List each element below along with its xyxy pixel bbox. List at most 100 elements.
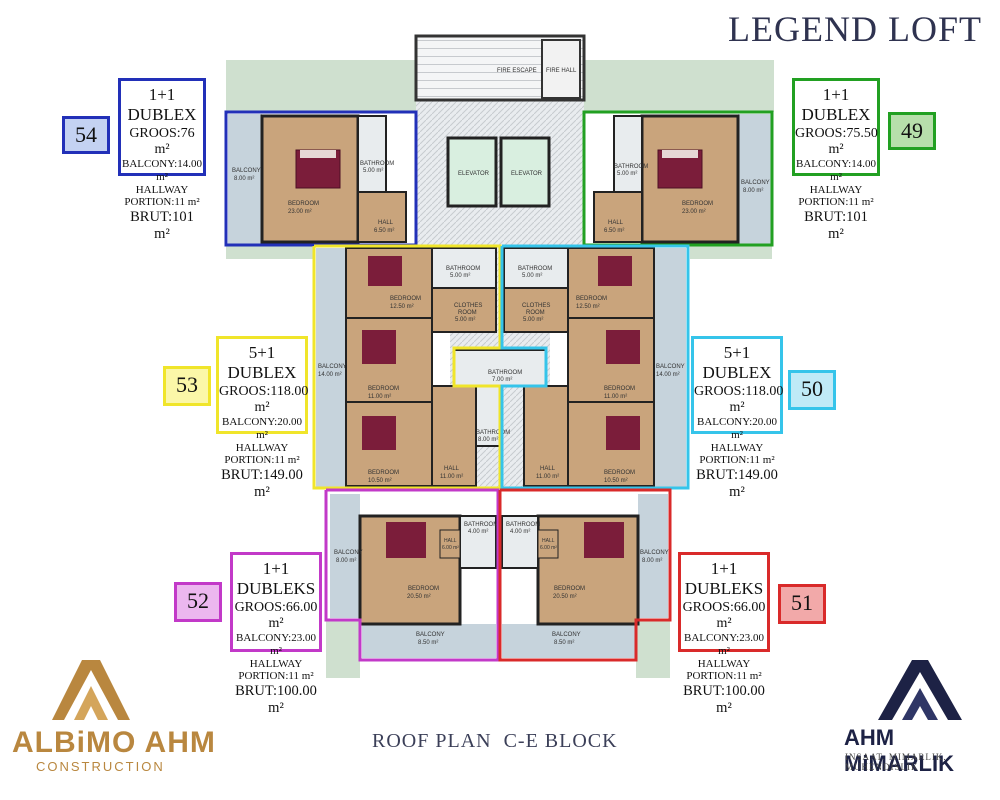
unit50-clothes-label: CLOTHES [522,303,550,309]
unit53-hall-label: HALL [444,466,460,472]
unit53-clothes-label-2: ROOM [458,310,477,316]
unit51-bathroom [501,515,539,569]
elevator-2 [499,136,551,208]
unit51-info-box: 1+1 DUBLEKS GROOS:66.00 m² BALCONY:23.00… [678,552,770,716]
unit53-brut: BRUT:149.00 m² [221,466,303,500]
unit54-info-box: 1+1 DUBLEX GROOS:76 m² BALCONY:14.00 m² … [118,78,206,242]
unit50-bedroom-2-area: 11.00 m² [604,394,627,400]
unit51-balcony-bottom-area: 8.50 m² [554,640,574,646]
unit50-balcony-area: 14.00 m² [656,372,680,378]
unit53-hall-area: 11.00 m² [440,474,463,480]
unit54-bathroom [357,115,387,193]
unit53-bedroom-2-area: 11.00 m² [368,394,391,400]
unit49-brut: BRUT:101 m² [804,208,868,242]
unit53-bed-3 [362,416,396,450]
lawn-bottom-right [636,620,670,678]
shared-bathroom-area: 7.00 m² [492,377,512,383]
unit53-heading: 5+1 DUBLEX [227,343,297,382]
unit50-balcony: BALCONY:20.00 m² [697,416,777,441]
unit54-bed-pillow [300,150,336,158]
unit51-heading: 1+1 DUBLEKS [684,559,764,598]
unit52-balcony-bottom-label: BALCONY [416,632,445,638]
unit54-groos: GROOS:76 m² [129,126,195,158]
unit52-hall-area: 6.00 m² [442,545,459,551]
unit49-groos: GROOS:75.50 m² [795,126,878,158]
unit52-outline [324,488,500,662]
unit51-bedroom-label: BEDROOM [554,586,585,592]
unit49-balcony: BALCONY:14.00 m² [796,158,876,183]
unit49-balcony [738,114,772,244]
unit54-heading: 1+1 DUBLEX [127,85,197,124]
unit52-info-box: 1+1 DUBLEKS GROOS:66.00 m² BALCONY:23.00… [230,552,322,716]
elevator-1-label: ELEVATOR [458,171,490,177]
unit54-brut: BRUT:101 m² [130,208,194,242]
unit49-bedroom-label: BEDROOM [682,201,713,207]
unit53-bathroom-2-area: 8.00 m² [478,437,498,443]
unit49-heading: 1+1 DUBLEX [801,85,871,124]
unit52-hall-label: HALL [444,538,457,544]
unit51-balcony-side-area: 8.00 m² [642,558,662,564]
lawn-bottom-left [326,620,360,678]
lawn-top-left [226,60,416,112]
ahm-logo-sub: INSAAT. MIMARLIK. MUHENDISLIK [845,752,947,772]
albimo-logo-mark [52,660,130,720]
unit50-bedroom-3-label: BEDROOM [604,470,635,476]
unit52-brut: BRUT:100.00 m² [235,682,317,716]
unit51-hall-label: HALL [542,538,555,544]
unit54-bathroom-area: 5.00 m² [363,168,383,174]
unit51-bed [584,522,624,558]
unit50-bedroom-1-label: BEDROOM [576,296,607,302]
unit53-balcony [316,248,346,488]
unit52-number-badge: 52 [174,582,222,622]
unit50-heading: 5+1 DUBLEX [702,343,772,382]
unit52-balcony-side-label: BALCONY [334,550,363,556]
unit50-bathroom-1-label: BATHROOM [518,266,552,272]
unit53-outline [312,244,502,490]
unit52-balcony-bottom-area: 8.50 m² [418,640,438,646]
unit53-bed-2 [362,330,396,364]
unit53-bedroom-1-area: 12.50 m² [390,304,414,310]
unit52-balcony-side [330,494,360,618]
unit50-hallway: HALLWAY PORTION:11 m² [699,441,775,467]
unit51-balcony-bottom [502,624,636,658]
unit54-bedroom-area: 23.00 m² [288,209,312,215]
lawn-top-right [584,60,774,112]
unit49-bed-pillow [662,150,698,158]
unit51-hallway: HALLWAY PORTION:11 m² [686,657,762,683]
unit50-bedroom-2-label: BEDROOM [604,386,635,392]
unit50-number-badge: 50 [788,370,836,410]
unit51-balcony: BALCONY:23.00 m² [684,632,764,657]
unit52-bathroom [459,515,497,569]
unit50-bed-3 [606,416,640,450]
unit51-number-badge: 51 [778,584,826,624]
unit51-hall-area: 6.00 m² [540,545,557,551]
unit52-hallway: HALLWAY PORTION:11 m² [238,657,314,683]
unit53-number-badge: 53 [163,366,211,406]
ahm-logo-mark [878,660,962,720]
lawn-left [226,245,314,259]
unit54-balcony-area: 8.00 m² [234,176,254,182]
unit53-bedroom-3-area: 10.50 m² [368,478,392,484]
unit51-bathroom-area: 4.00 m² [510,529,530,535]
unit54-hallway: HALLWAY PORTION:11 m² [124,183,200,209]
unit51-outline [498,488,672,662]
unit50-clothes-area: 5.00 m² [523,317,543,323]
unit50-hall [523,385,569,487]
unit51-hall [537,529,559,559]
unit52-balcony: BALCONY:23.00 m² [236,632,316,657]
unit53-bathroom-2-label: BATHROOM [476,430,510,436]
unit52-groos: GROOS:66.00 m² [234,600,318,632]
unit50-bed-2 [606,330,640,364]
unit53-balcony: BALCONY:20.00 m² [222,416,302,441]
unit53-clothes-area: 5.00 m² [455,317,475,323]
elevator-1 [446,136,498,208]
unit51-bathroom-label: BATHROOM [506,522,540,528]
unit54-bathroom-label: BATHROOM [360,161,394,167]
unit54-hall [357,191,407,243]
unit49-bathroom-area: 5.00 m² [617,171,637,177]
unit53-bedroom-1-label: BEDROOM [390,296,421,302]
unit52-balcony-side-area: 8.00 m² [336,558,356,564]
unit50-balcony-label: BALCONY [656,364,685,370]
unit50-clothes-room [503,287,569,333]
